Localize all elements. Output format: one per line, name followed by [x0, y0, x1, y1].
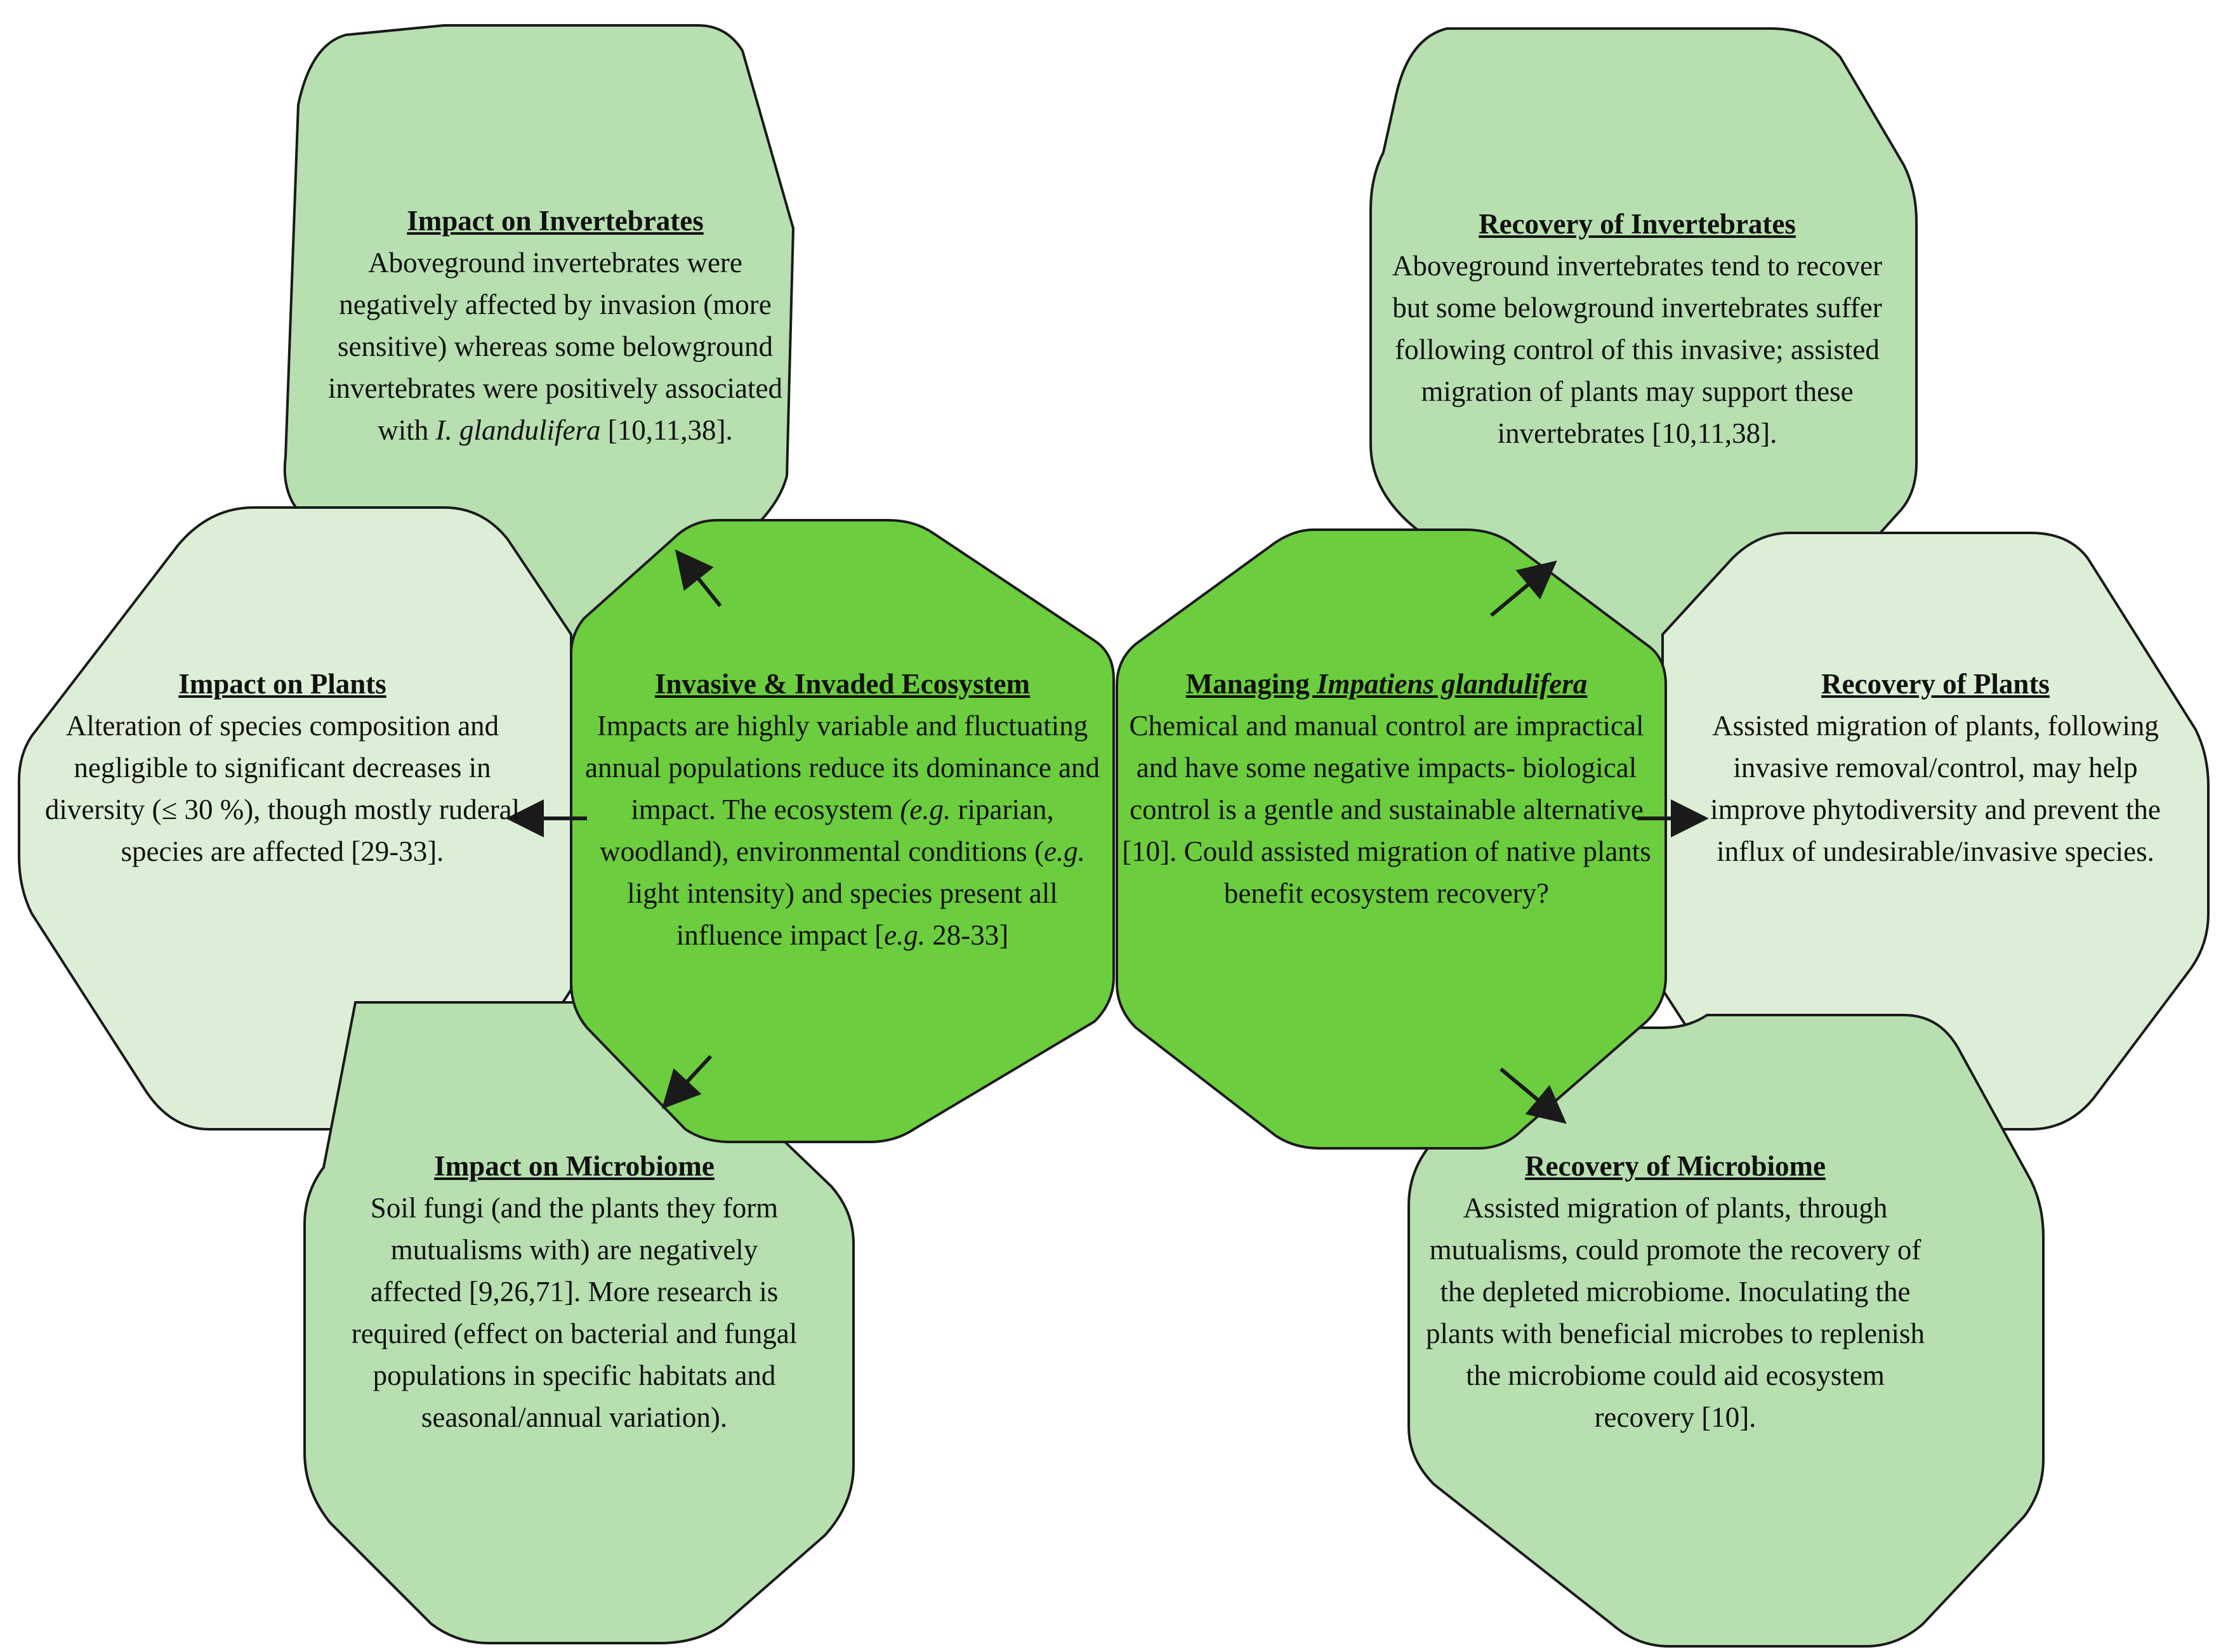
- hex-recovery-microbiome: [1407, 1014, 2045, 1648]
- hex-impact-microbiome: [303, 1001, 855, 1644]
- title-impact-invertebrates: Impact on Invertebrates: [407, 205, 704, 237]
- body-recovery-microbiome: Assisted migration of plants, through mu…: [1425, 1192, 1925, 1433]
- text-recovery-plants: Recovery of Plants Assisted migration of…: [1685, 663, 2186, 872]
- text-managing-impatiens: Managing Impatiens glandulifera Chemical…: [1120, 663, 1653, 914]
- title-impact-microbiome: Impact on Microbiome: [434, 1150, 715, 1182]
- arrow-to-impact-microbiome: [661, 1054, 713, 1110]
- text-impact-plants: Impact on Plants Alteration of species c…: [29, 663, 536, 872]
- title-recovery-plants: Recovery of Plants: [1821, 668, 2050, 700]
- text-recovery-invertebrates: Recovery of Invertebrates Aboveground in…: [1380, 203, 1894, 454]
- text-impact-invertebrates: Impact on Invertebrates Aboveground inve…: [311, 200, 800, 451]
- title-invasive-ecosystem: Invasive & Invaded Ecosystem: [654, 668, 1031, 700]
- body-impact-invertebrates: Aboveground invertebrates were negativel…: [328, 247, 782, 446]
- arrow-to-recovery-invertebrates: [1490, 560, 1557, 617]
- title-managing-impatiens: Managing Impatiens glandulifera: [1185, 668, 1588, 700]
- arrow-to-impact-invertebrates: [675, 549, 722, 607]
- arrow-to-recovery-microbiome: [1500, 1067, 1567, 1124]
- title-impact-plants: Impact on Plants: [178, 668, 386, 700]
- text-invasive-ecosystem: Invasive & Invaded Ecosystem Impacts are…: [571, 663, 1114, 956]
- text-recovery-microbiome: Recovery of Microbiome Assisted migratio…: [1421, 1145, 1929, 1438]
- hex-managing-impatiens: [1116, 528, 1667, 1150]
- body-impact-microbiome: Soil fungi (and the plants they form mut…: [351, 1192, 798, 1433]
- body-recovery-invertebrates: Aboveground invertebrates tend to recove…: [1392, 250, 1883, 449]
- text-impact-microbiome: Impact on Microbiome Soil fungi (and the…: [346, 1145, 803, 1438]
- title-recovery-invertebrates: Recovery of Invertebrates: [1479, 208, 1796, 240]
- body-recovery-plants: Assisted migration of plants, following …: [1710, 710, 2161, 867]
- hex-invasive-ecosystem: [570, 519, 1115, 1143]
- title-recovery-microbiome: Recovery of Microbiome: [1525, 1150, 1826, 1182]
- body-invasive-ecosystem: Impacts are highly variable and fluctuat…: [584, 710, 1100, 951]
- body-managing-impatiens: Chemical and manual control are impracti…: [1122, 710, 1651, 909]
- body-impact-plants: Alteration of species composition and ne…: [44, 710, 520, 867]
